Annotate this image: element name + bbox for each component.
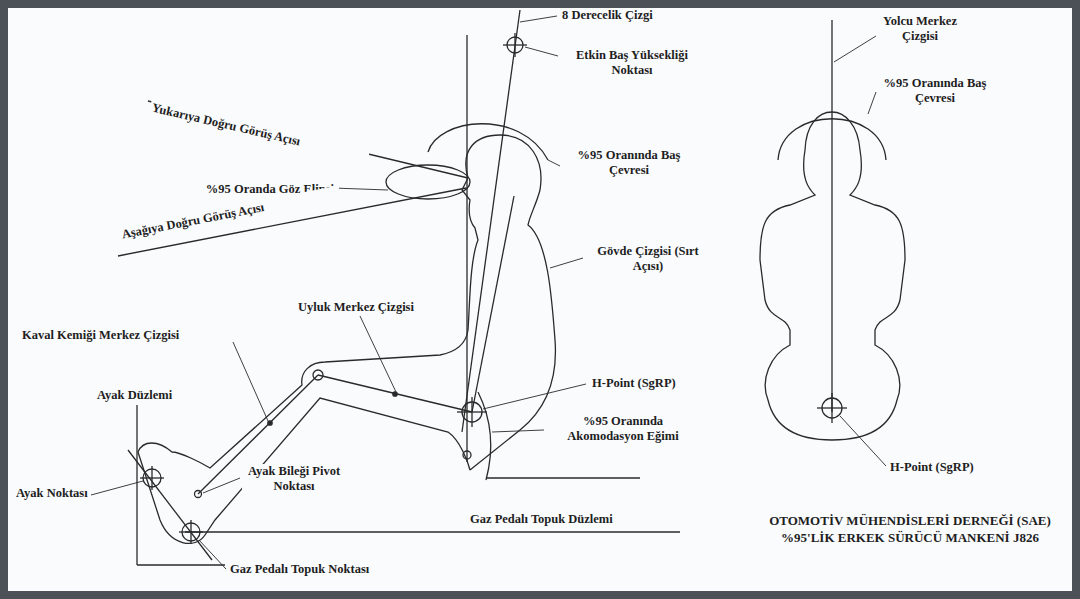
pedal-line <box>128 450 212 560</box>
angle-label: Yukarıya Doğru Görüş Açısı <box>148 100 370 165</box>
plane-label: Ayak Düzlemi <box>95 388 174 403</box>
foot-plane-base <box>137 564 225 565</box>
contour-label: %95 Oranında Baş Çevresi <box>878 76 992 106</box>
accommodation-line <box>486 477 640 478</box>
head-height-point <box>503 33 527 57</box>
point-label: Etkin Baş Yüksekliği Noktası <box>560 48 704 78</box>
shin-dot <box>268 421 272 425</box>
passenger-head-contour <box>778 119 886 160</box>
line-label: Gövde Çizgisi (Sırt Açısı) <box>586 244 710 274</box>
line-label: Kaval Kemiği Merkez Çizgisi <box>20 328 181 343</box>
thigh-dot <box>393 392 397 396</box>
diagram-title: OTOMOTİV MÜHENDİSLERİ DERNEĞİ (SAE) %95'… <box>752 512 1068 546</box>
passenger-outline <box>760 112 905 440</box>
upward-sight-line <box>148 101 468 178</box>
head-contour <box>428 124 548 160</box>
seat-point <box>463 451 471 459</box>
point-label: Ayak Noktası <box>14 486 90 501</box>
point-label: H-Point (SgRP) <box>888 460 976 475</box>
line-label: Uyluk Merkez Çizgisi <box>296 300 416 315</box>
knee-point <box>313 370 323 380</box>
eye-ellipse <box>386 165 470 199</box>
heel-plane-line <box>185 531 680 532</box>
point-label: Ayak Bileği Pivot Noktası <box>242 464 346 494</box>
point-label: H-Point (SgRP) <box>590 376 678 391</box>
passenger-centre-line <box>831 20 832 412</box>
sheet: 8 Derecelik ÇizgiEtkin Baş Yüksekliği No… <box>8 8 1072 591</box>
line-label: Yolcu Merkez Çizgisi <box>878 14 962 44</box>
thigh-line <box>318 375 472 412</box>
accommodation-curve <box>478 392 491 480</box>
plane-label: Gaz Pedalı Topuk Düzlemi <box>468 512 615 527</box>
ankle-pivot <box>195 491 202 498</box>
slope-label: %95 Oranında Akomodasyon Eğimi <box>546 414 700 444</box>
contour-label: %95 Oranında Baş Çevresi <box>562 148 696 178</box>
line-label: 8 Derecelik Çizgi <box>560 8 655 23</box>
driver-outline <box>138 135 555 543</box>
foot-point <box>140 466 164 490</box>
foot-plane-line <box>136 405 137 565</box>
torso-line <box>472 196 514 412</box>
point-label: Gaz Pedalı Topuk Noktası <box>228 562 371 577</box>
leader-lines <box>91 16 886 569</box>
